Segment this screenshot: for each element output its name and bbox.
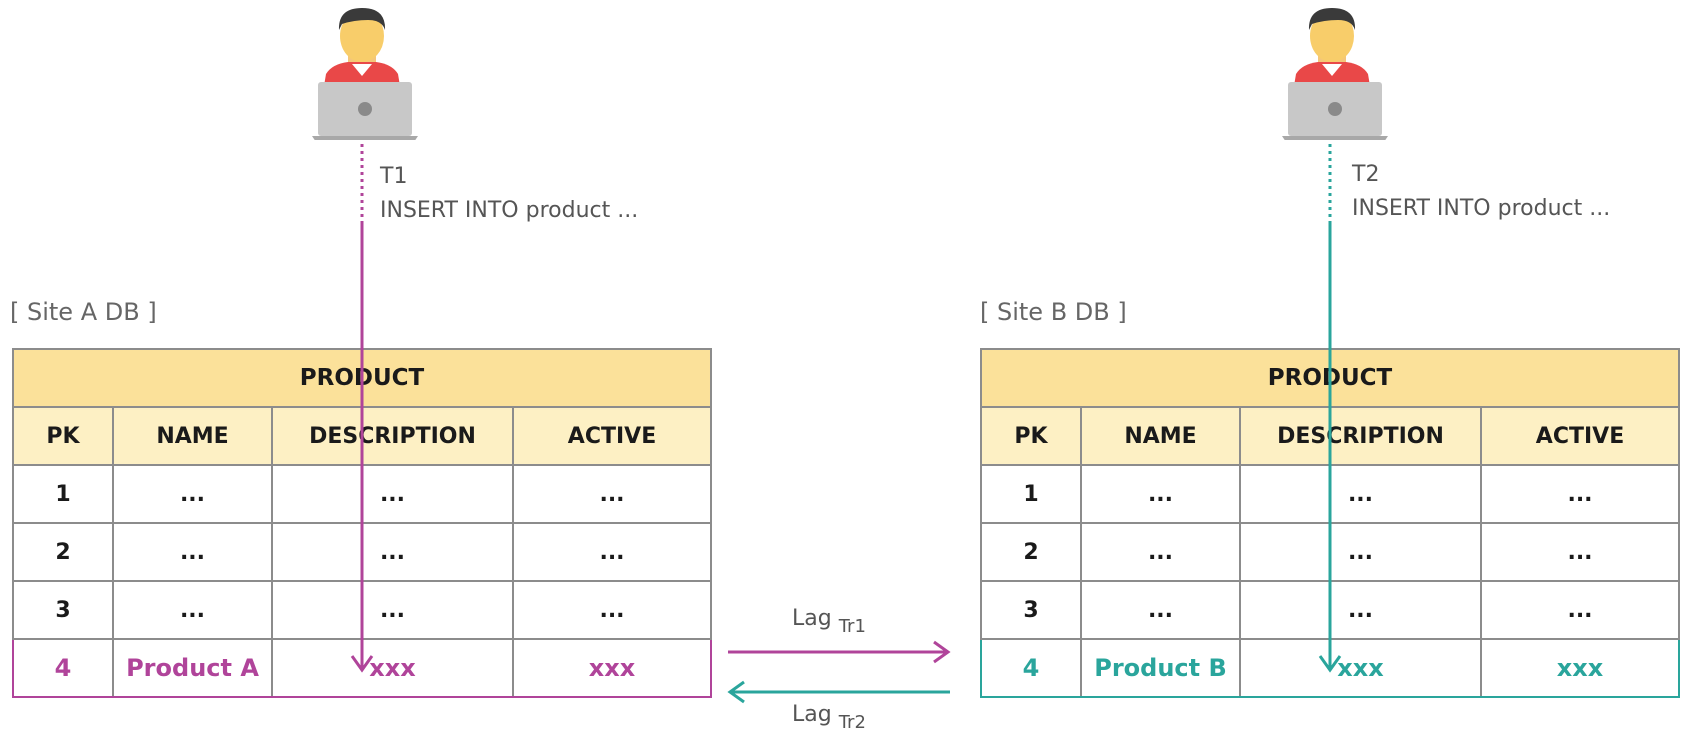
- cell-pk: 2: [12, 522, 114, 582]
- cell-active: ...: [511, 580, 713, 640]
- site-b-label: [ Site B DB ]: [980, 298, 1127, 326]
- cell-name: Product A: [112, 638, 273, 698]
- cell-description: xxx: [1239, 638, 1482, 698]
- cell-pk: 4: [980, 638, 1082, 698]
- cell-active: ...: [511, 464, 713, 524]
- cell-name: ...: [1080, 464, 1241, 524]
- site-a-transaction: T1 INSERT INTO product ...: [380, 160, 638, 228]
- cell-description: ...: [271, 522, 514, 582]
- cell-pk: 4: [12, 638, 114, 698]
- inserted-row: 4 Product A xxx xxx: [12, 638, 713, 698]
- cell-active: xxx: [1479, 638, 1681, 698]
- cell-name: ...: [112, 522, 273, 582]
- cell-name: ...: [112, 580, 273, 640]
- column-header-active: ACTIVE: [1479, 406, 1681, 466]
- table-row: 1 ... ... ...: [980, 464, 1681, 524]
- cell-name: ...: [112, 464, 273, 524]
- column-header-pk: PK: [12, 406, 114, 466]
- table-row: 2 ... ... ...: [980, 522, 1681, 582]
- lag-a-to-b-label: Lag Tr1: [792, 606, 866, 637]
- cell-description: ...: [1239, 580, 1482, 640]
- column-header-description: DESCRIPTION: [271, 406, 514, 466]
- cell-pk: 1: [12, 464, 114, 524]
- cell-pk: 3: [980, 580, 1082, 640]
- cell-pk: 1: [980, 464, 1082, 524]
- lag-text: Lag: [792, 606, 832, 631]
- site-b-transaction: T2 INSERT INTO product ...: [1352, 158, 1610, 226]
- cell-name: ...: [1080, 580, 1241, 640]
- inserted-row: 4 Product B xxx xxx: [980, 638, 1681, 698]
- cell-name: ...: [1080, 522, 1241, 582]
- column-header-active: ACTIVE: [511, 406, 713, 466]
- site-a-product-table: PRODUCT PK NAME DESCRIPTION ACTIVE 1 ...…: [11, 348, 713, 698]
- cell-active: ...: [511, 522, 713, 582]
- user-a-laptop-icon: [312, 8, 418, 140]
- cell-active: ...: [1479, 522, 1681, 582]
- cell-pk: 2: [980, 522, 1082, 582]
- lag-subscript: Tr1: [838, 616, 866, 637]
- user-b-laptop-icon: [1282, 8, 1388, 140]
- table-row: 3 ... ... ...: [980, 580, 1681, 640]
- site-a-arrowhead: [350, 655, 374, 673]
- site-a-label: [ Site A DB ]: [10, 298, 157, 326]
- cell-active: xxx: [511, 638, 713, 698]
- cell-active: ...: [1479, 580, 1681, 640]
- transaction-id: T1: [380, 164, 408, 189]
- cell-description: ...: [1239, 522, 1482, 582]
- lag-b-to-a-label: Lag Tr2: [792, 702, 866, 733]
- cell-description: ...: [271, 580, 514, 640]
- lag-text: Lag: [792, 702, 832, 727]
- cell-description: xxx: [271, 638, 514, 698]
- transaction-statement: INSERT INTO product ...: [380, 198, 639, 223]
- transaction-id: T2: [1352, 162, 1380, 187]
- cell-active: ...: [1479, 464, 1681, 524]
- cell-name: Product B: [1080, 638, 1241, 698]
- column-header-name: NAME: [112, 406, 273, 466]
- site-b-arrowhead: [1318, 655, 1342, 673]
- table-row: 2 ... ... ...: [12, 522, 713, 582]
- cell-pk: 3: [12, 580, 114, 640]
- lag-subscript: Tr2: [838, 712, 866, 733]
- table-row: 3 ... ... ...: [12, 580, 713, 640]
- cell-description: ...: [271, 464, 514, 524]
- column-header-pk: PK: [980, 406, 1082, 466]
- cell-description: ...: [1239, 464, 1482, 524]
- column-header-description: DESCRIPTION: [1239, 406, 1482, 466]
- table-row: 1 ... ... ...: [12, 464, 713, 524]
- transaction-statement: INSERT INTO product ...: [1352, 196, 1611, 221]
- column-header-name: NAME: [1080, 406, 1241, 466]
